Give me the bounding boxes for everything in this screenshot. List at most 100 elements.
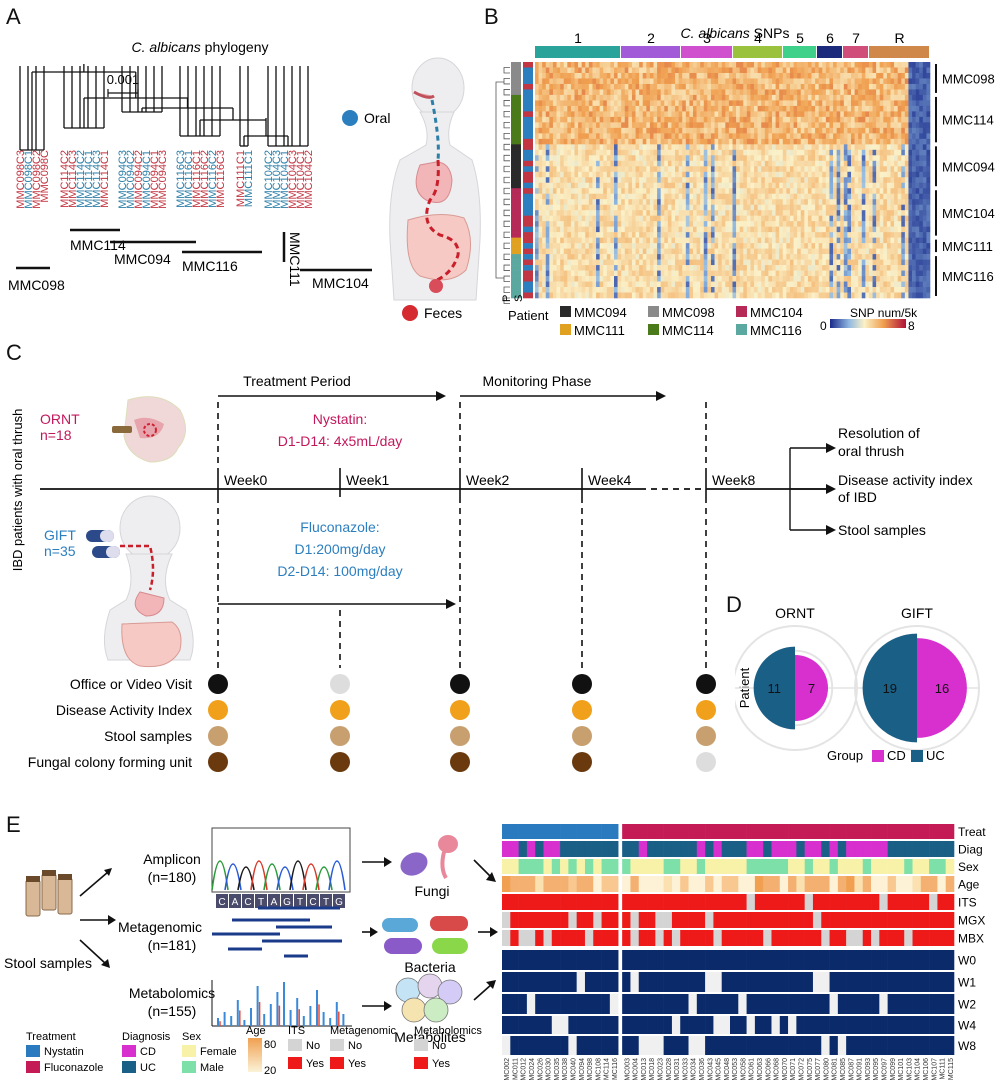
site-cell bbox=[523, 116, 533, 123]
heat-cell bbox=[825, 281, 830, 288]
patient-cell bbox=[511, 199, 521, 205]
heat-cell bbox=[843, 67, 848, 74]
heat-cell bbox=[840, 94, 845, 101]
heat-cell bbox=[721, 243, 726, 249]
heat-cell bbox=[728, 105, 733, 112]
heat-cell bbox=[660, 127, 665, 134]
heat-cell bbox=[718, 144, 723, 151]
heat-cell bbox=[545, 78, 550, 85]
heat-cell bbox=[545, 160, 550, 167]
heat-cell bbox=[879, 116, 884, 123]
heat-cell bbox=[854, 188, 859, 195]
heat-cell bbox=[667, 62, 672, 68]
heat-cell bbox=[757, 204, 762, 211]
heat-cell bbox=[588, 155, 593, 162]
heat-cell bbox=[703, 105, 708, 112]
heat-cell bbox=[635, 287, 640, 293]
heat-cell bbox=[693, 83, 697, 90]
heat-cell bbox=[689, 83, 694, 90]
heat-cell bbox=[606, 122, 611, 129]
heat-cell bbox=[739, 133, 744, 140]
heat-cell bbox=[822, 122, 827, 129]
heat-cell bbox=[761, 276, 766, 282]
heat-cell bbox=[782, 160, 787, 167]
heat-cell bbox=[897, 188, 902, 195]
heat-cell bbox=[851, 144, 855, 151]
heat-cell bbox=[797, 155, 802, 162]
heat-cell bbox=[549, 171, 554, 178]
heat-cell bbox=[915, 281, 920, 288]
heat-cell bbox=[904, 199, 909, 205]
heat-cell bbox=[754, 78, 758, 85]
heat-cell bbox=[682, 265, 687, 271]
heat-cell bbox=[764, 226, 769, 233]
heat-cell bbox=[876, 177, 881, 184]
heat-cell bbox=[617, 254, 622, 260]
heat-cell bbox=[894, 287, 898, 293]
heat-cell bbox=[714, 111, 719, 118]
heat-cell bbox=[578, 89, 582, 96]
heat-cell bbox=[897, 210, 902, 216]
heat-cell bbox=[926, 83, 931, 90]
panel-label-e: E bbox=[6, 812, 21, 837]
heat-cell bbox=[764, 210, 769, 216]
heat-cell bbox=[563, 100, 568, 107]
heat-cell bbox=[556, 248, 561, 255]
heat-cell bbox=[588, 292, 593, 299]
heat-cell bbox=[861, 193, 866, 200]
heat-cell bbox=[782, 221, 787, 227]
heat-cell bbox=[843, 144, 848, 151]
heat-cell bbox=[736, 210, 740, 216]
heat-cell bbox=[915, 182, 920, 189]
heat-cell bbox=[750, 292, 755, 299]
heat-cell bbox=[574, 116, 579, 123]
heat-cell bbox=[868, 287, 873, 293]
heat-cell bbox=[696, 83, 701, 90]
heat-cell bbox=[736, 199, 740, 205]
heat-cell bbox=[678, 281, 683, 288]
heat-cell bbox=[664, 188, 669, 195]
heat-cell bbox=[854, 171, 859, 178]
heat-cell bbox=[631, 177, 636, 184]
heat-cell bbox=[840, 292, 845, 299]
heat-cell bbox=[797, 254, 802, 260]
heat-cell bbox=[815, 221, 819, 227]
heat-cell bbox=[631, 111, 636, 118]
heat-cell bbox=[883, 210, 888, 216]
heat-cell bbox=[675, 149, 679, 156]
heat-cell bbox=[621, 281, 626, 288]
heat-cell bbox=[746, 138, 751, 145]
heat-cell bbox=[646, 133, 651, 140]
heat-cell bbox=[876, 83, 881, 90]
heat-cell bbox=[678, 62, 683, 68]
heat-cell bbox=[772, 78, 776, 85]
heat-cell bbox=[854, 144, 859, 151]
heat-cell bbox=[815, 160, 819, 167]
heat-cell bbox=[596, 127, 600, 134]
heat-cell bbox=[804, 78, 809, 85]
heat-cell bbox=[922, 254, 927, 260]
heat-cell bbox=[926, 210, 931, 216]
heat-cell bbox=[822, 83, 827, 90]
heat-cell bbox=[804, 72, 809, 79]
heat-cell bbox=[919, 144, 924, 151]
heat-cell bbox=[549, 237, 554, 244]
heat-cell bbox=[775, 226, 780, 233]
heat-cell bbox=[746, 292, 751, 299]
heat-cell bbox=[671, 105, 676, 112]
heat-cell bbox=[617, 193, 622, 200]
heat-cell bbox=[822, 221, 827, 227]
heat-cell bbox=[922, 265, 927, 271]
heat-cell bbox=[696, 226, 701, 233]
heat-cell bbox=[538, 127, 543, 134]
heat-cell bbox=[912, 281, 916, 288]
heat-cell bbox=[876, 259, 881, 266]
heat-cell bbox=[728, 188, 733, 195]
heat-cell bbox=[552, 193, 557, 200]
heat-cell bbox=[707, 155, 712, 162]
heat-cell bbox=[574, 138, 579, 145]
heat-cell bbox=[851, 83, 855, 90]
heat-cell bbox=[904, 62, 909, 68]
heat-cell bbox=[843, 270, 848, 277]
heat-cell bbox=[614, 67, 618, 74]
